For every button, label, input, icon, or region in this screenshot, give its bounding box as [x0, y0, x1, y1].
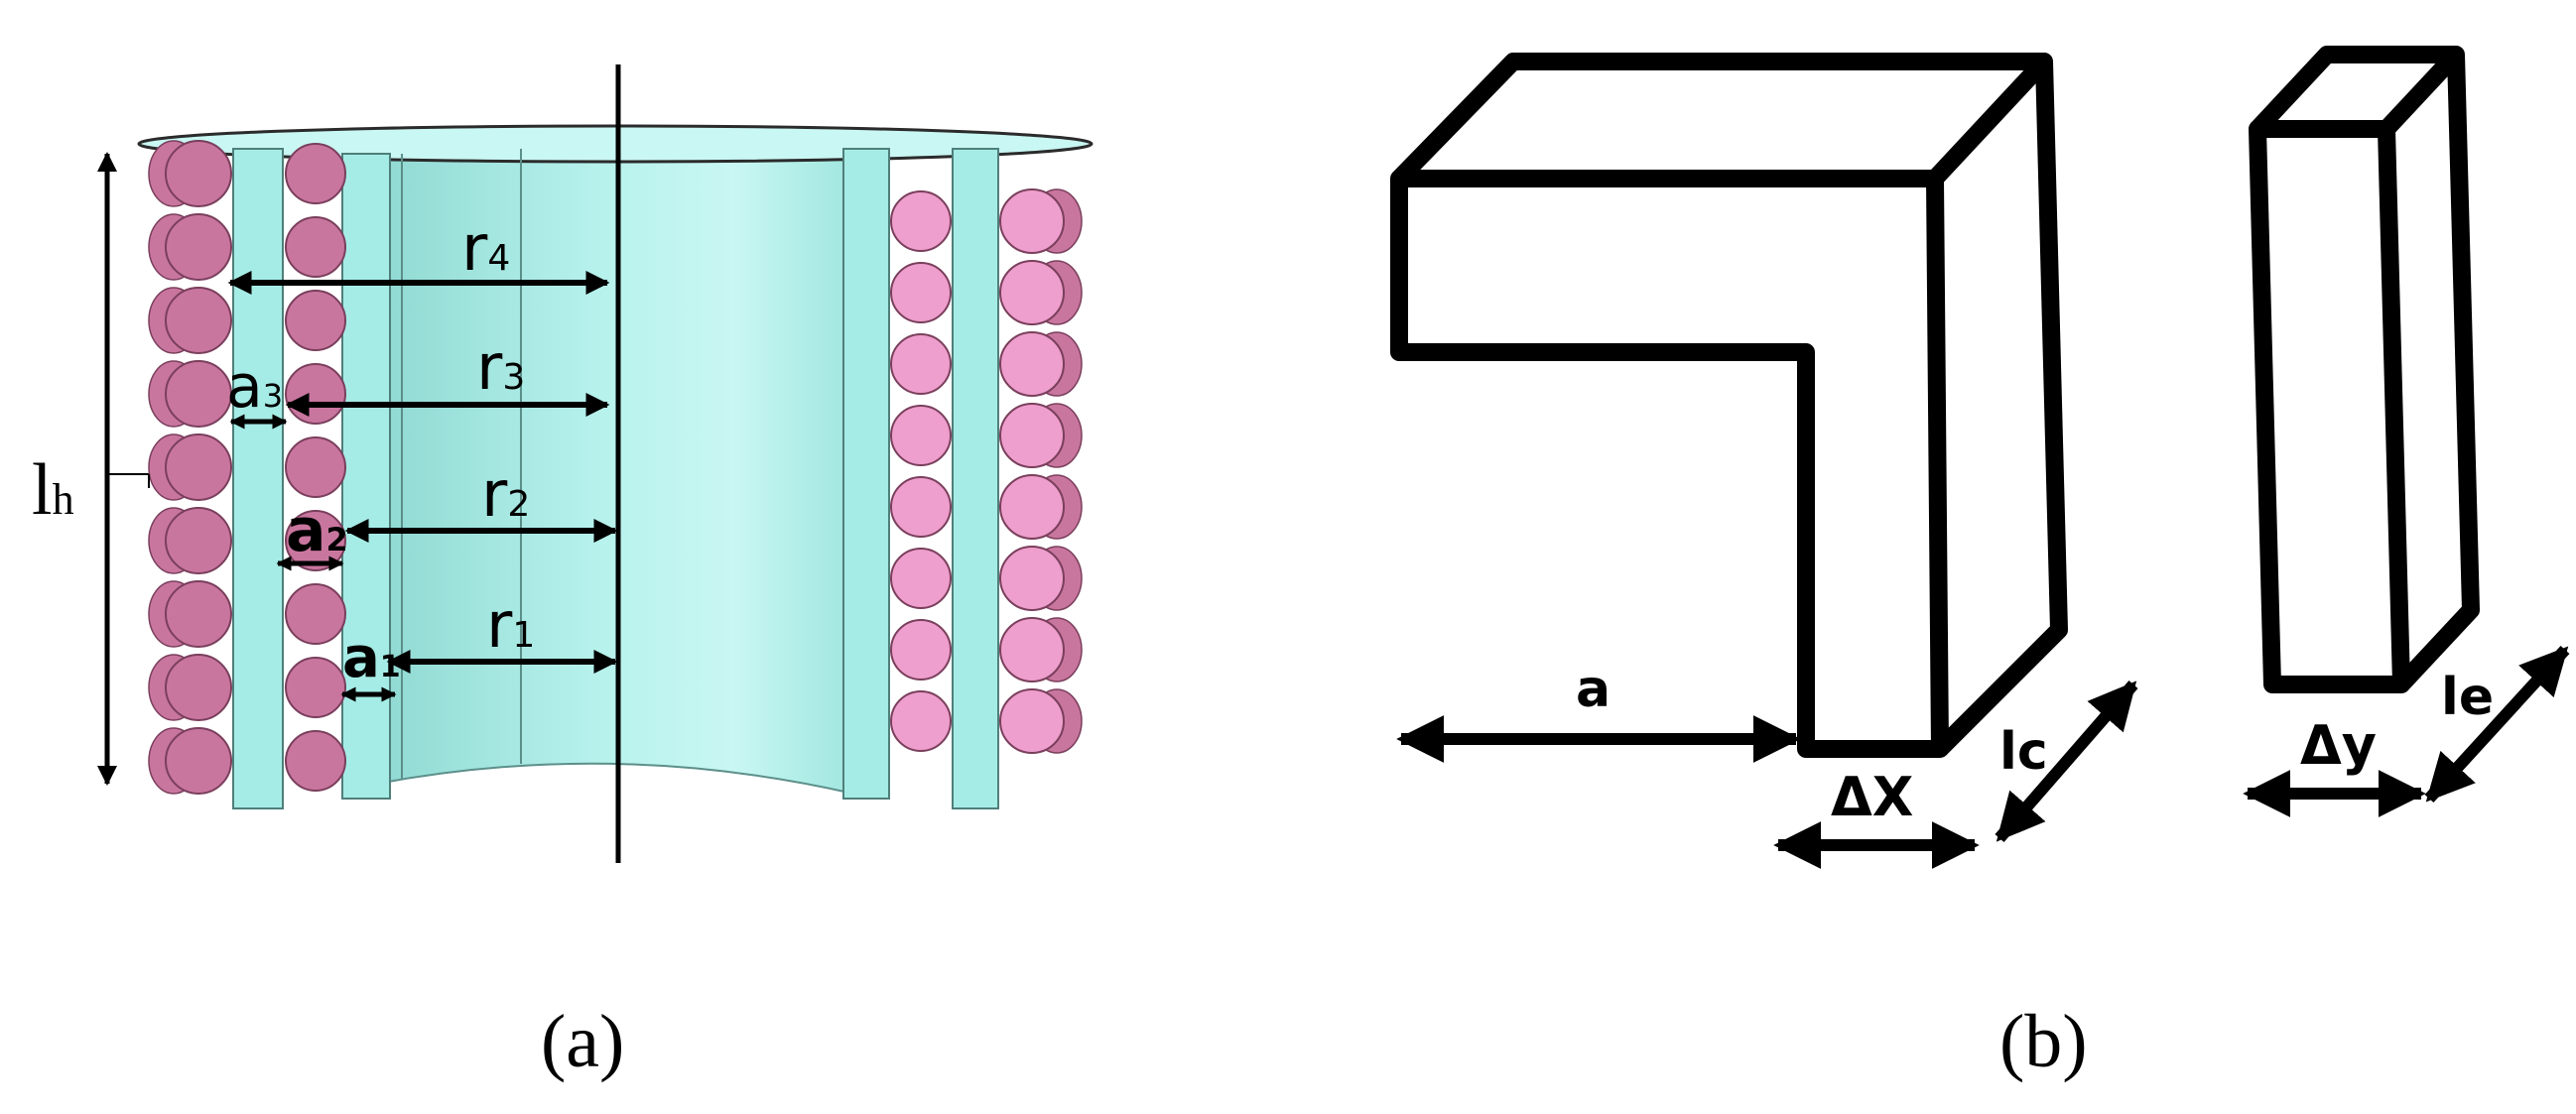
- label-r3: r3: [476, 331, 525, 405]
- coil-turn: [165, 213, 232, 281]
- coil-turn: [890, 333, 952, 395]
- label-a: a: [1576, 660, 1610, 719]
- lc-dimension-arrow: [1995, 681, 2138, 842]
- coil-turn: [890, 190, 952, 252]
- coil-turn: [999, 331, 1065, 397]
- coil-column-right-inner: [890, 190, 952, 752]
- coil-turn: [285, 216, 346, 278]
- label-dx: ΔX: [1831, 766, 1913, 828]
- coil-turn: [165, 507, 232, 574]
- le-dimension-arrow: [2424, 645, 2570, 804]
- coil-turn: [165, 580, 232, 648]
- coil-turn: [999, 546, 1065, 611]
- coil-turn: [285, 363, 346, 425]
- right-wall-inner: [842, 148, 890, 800]
- coil-turn: [165, 727, 232, 795]
- coil-turn: [285, 143, 346, 204]
- label-a2: a2: [286, 496, 348, 565]
- label-a3: a3: [226, 352, 283, 422]
- right-wall-outer: [952, 148, 999, 809]
- label-r1: r1: [486, 589, 535, 663]
- coil-turn: [285, 730, 346, 792]
- coil-turn: [999, 688, 1065, 754]
- coil-column-left-inner: [285, 143, 346, 792]
- left-wall-inner: [341, 153, 391, 800]
- coil-turn: [165, 433, 232, 501]
- coil-turn: [999, 260, 1065, 325]
- rect-bar: [2249, 46, 2480, 693]
- coil-turn: [999, 403, 1065, 468]
- l-shaped-bar: [1390, 53, 2068, 758]
- label-a1: a1: [342, 626, 401, 690]
- coil-turn: [890, 619, 952, 681]
- coil-column-right-outer: [999, 188, 1083, 754]
- caption-a: (a): [541, 1000, 624, 1083]
- coil-turn: [890, 262, 952, 323]
- coil-turn: [285, 290, 346, 351]
- coil-turn: [165, 654, 232, 721]
- coil-turn: [165, 140, 232, 207]
- coil-turn: [285, 657, 346, 718]
- label-lc: lc: [1999, 722, 2048, 782]
- coil-turn: [165, 360, 232, 428]
- panel-b-bar-shapes: a ΔX lc Δy le (b): [1390, 46, 2570, 1083]
- inner-cylinder: [376, 130, 854, 796]
- coil-turn: [999, 617, 1065, 682]
- coil-turn: [890, 690, 952, 752]
- left-wall-outer: [232, 148, 284, 809]
- coil-turn: [890, 476, 952, 538]
- label-le: le: [2441, 668, 2494, 727]
- coil-turn: [999, 188, 1065, 254]
- coil-turn: [285, 583, 346, 645]
- label-lh: lh: [32, 449, 74, 531]
- coil-turn: [890, 405, 952, 466]
- label-dy: Δy: [2300, 714, 2377, 777]
- coil-turn: [999, 474, 1065, 540]
- label-r4: r4: [461, 212, 510, 286]
- panel-a-coil-cutaway: lh r4 r3 r2 r1 a3 a2 a1 (a: [32, 64, 1094, 1083]
- coil-turn: [890, 548, 952, 609]
- coil-turn: [285, 436, 346, 498]
- caption-b: (b): [1999, 1000, 2088, 1083]
- coil-column-left-outer: [148, 140, 232, 795]
- label-r2: r2: [481, 458, 530, 532]
- coil-turn: [165, 287, 232, 354]
